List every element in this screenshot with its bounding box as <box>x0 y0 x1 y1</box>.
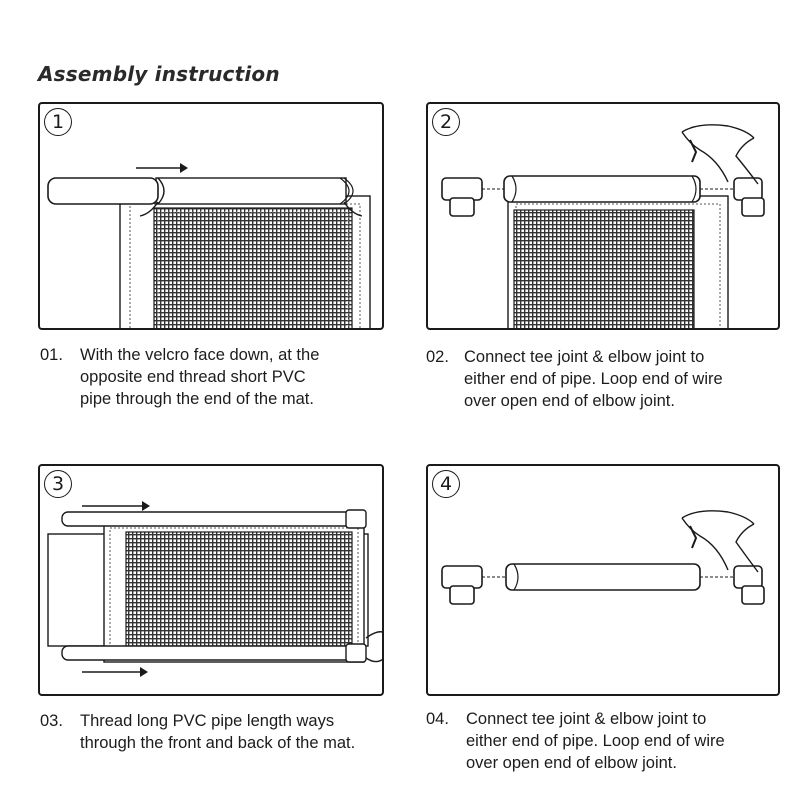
step-number: 01. <box>40 346 63 364</box>
elbow-joint <box>733 565 765 605</box>
step-4-badge: 4 <box>432 470 460 498</box>
mesh-mat <box>153 207 353 328</box>
step-text: Connect tee joint & elbow joint to eithe… <box>466 710 725 772</box>
step-number: 02. <box>426 348 449 366</box>
page-title: Assembly instruction <box>38 62 280 86</box>
step-number: 03. <box>40 712 63 730</box>
step-3-caption: 03. Thread long PVC pipe length ways thr… <box>40 710 420 760</box>
step-4-diagram: 4 <box>426 464 780 696</box>
step-text: Connect tee joint & elbow joint to eithe… <box>464 348 723 410</box>
step-2-diagram: 2 <box>426 102 780 330</box>
mesh-mat <box>125 531 353 647</box>
pvc-pipe <box>61 645 363 661</box>
step-text: With the velcro face down, at the opposi… <box>80 346 320 408</box>
step-1-diagram: 1 <box>38 102 384 330</box>
tee-joint <box>441 177 483 217</box>
elbow-joint <box>733 177 765 217</box>
wire-hook <box>681 124 759 185</box>
step-3-badge: 3 <box>44 470 72 498</box>
step-4-caption: 04. Connect tee joint & elbow joint to e… <box>426 708 796 778</box>
step-number: 04. <box>426 710 449 728</box>
step-2-caption: 02. Connect tee joint & elbow joint to e… <box>426 346 796 416</box>
tee-joint <box>441 565 483 605</box>
step-2-illustration <box>441 124 765 328</box>
wire-hook <box>365 631 382 663</box>
mesh-mat <box>513 209 695 328</box>
step-text: Thread long PVC pipe length ways through… <box>80 712 356 752</box>
step-3-diagram: 3 <box>38 464 384 696</box>
step-4-illustration <box>441 510 765 605</box>
step-2-badge: 2 <box>432 108 460 136</box>
pvc-pipe <box>505 563 701 591</box>
wire-hook <box>681 510 759 573</box>
pvc-pipe <box>61 511 363 527</box>
pvc-pipe <box>47 177 159 205</box>
pvc-pipe <box>503 175 701 203</box>
step-1-badge: 1 <box>44 108 72 136</box>
step-1-caption: 01. With the velcro face down, at the op… <box>40 344 400 414</box>
step-1-illustration <box>47 163 371 328</box>
step-3-illustration <box>47 501 382 677</box>
